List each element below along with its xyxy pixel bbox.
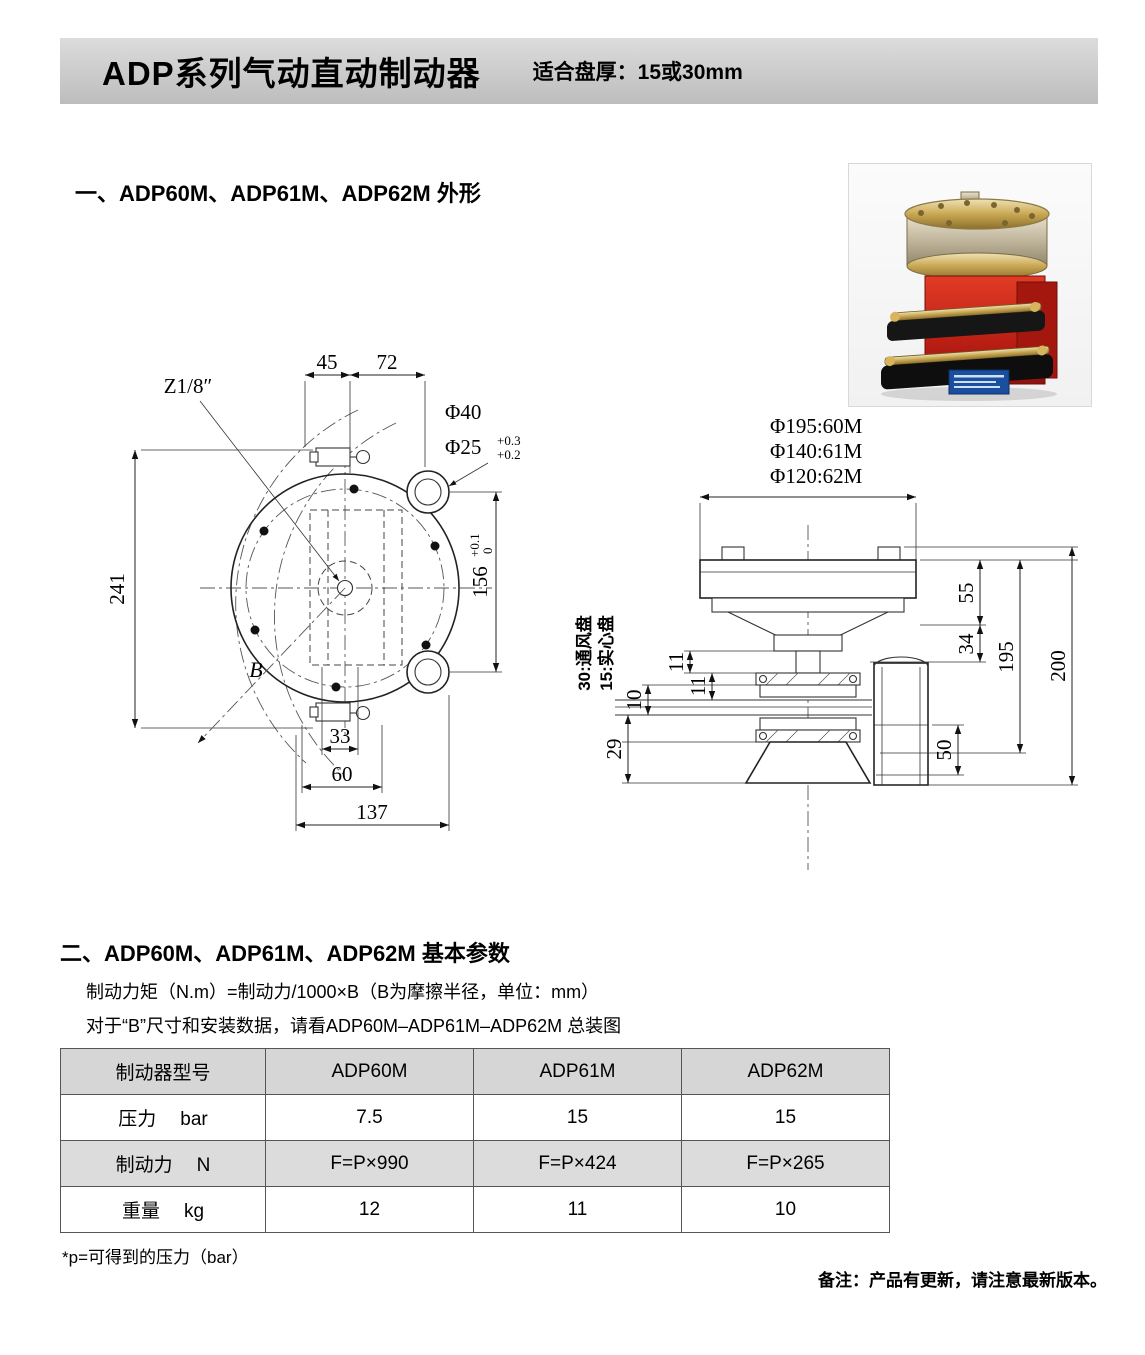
disc-thickness-note: 适合盘厚：15或30mm xyxy=(532,61,743,84)
weight-adp60m: 12 xyxy=(265,1186,474,1233)
row-label-pressure: 压力 bar xyxy=(60,1094,266,1141)
version-remark: 备注：产品有更新，请注意最新版本。 xyxy=(818,1271,1107,1290)
torque-formula: 制动力矩（N.m）=制动力/1000×B（B为摩擦半径，单位：mm） xyxy=(86,982,600,1002)
col-header-adp62m: ADP62M xyxy=(681,1048,890,1095)
dim-137: 137 xyxy=(356,800,388,824)
weight-label: 重量 xyxy=(121,1201,160,1222)
col-header-model: 制动器型号 xyxy=(60,1048,266,1095)
name-plate xyxy=(948,369,1010,395)
row-label-weight: 重量 kg xyxy=(60,1186,266,1233)
front-view-drawing: 45 72 Z1/8″ Φ40 Φ25 +0.3 +0.2 241 B xyxy=(105,355,521,831)
table-row-pressure: 压力 bar 7.5 15 15 xyxy=(60,1094,890,1141)
table-row-force: 制动力 N F=P×990 F=P×424 F=P×265 xyxy=(60,1140,890,1187)
dim-200: 200 xyxy=(1046,650,1070,682)
col-header-adp61m: ADP61M xyxy=(473,1048,682,1095)
dim-34: 34 xyxy=(954,633,978,655)
spec-table: 制动器型号 ADP60M ADP61M ADP62M 压力 bar 7.5 15 … xyxy=(60,1048,890,1233)
dim-50: 50 xyxy=(932,740,956,761)
dim-241: 241 xyxy=(105,573,129,605)
weight-unit: kg xyxy=(183,1201,205,1222)
dim-B: B xyxy=(249,657,262,682)
dim-60: 60 xyxy=(332,762,353,786)
dim-phi25: Φ25 xyxy=(445,435,481,459)
section1-heading: 一、ADP60M、ADP61M、ADP62M 外形 xyxy=(75,181,481,206)
weight-adp61m: 11 xyxy=(473,1186,682,1233)
table-header-row: 制动器型号 ADP60M ADP61M ADP62M xyxy=(60,1048,890,1095)
disc-type-labels: 30:通风盘 15:实心盘 xyxy=(574,615,616,691)
pressure-adp61m: 15 xyxy=(473,1094,682,1141)
product-photo xyxy=(848,163,1092,407)
label-vented-disc: 30:通风盘 xyxy=(574,615,594,691)
table-row-weight: 重量 kg 12 11 10 xyxy=(60,1186,890,1233)
dim-156-tol-upper: +0.1 xyxy=(467,533,482,557)
side-view-dimensions: 55 34 195 200 50 11 11 10 29 xyxy=(602,546,1078,786)
row-label-force: 制动力 N xyxy=(60,1140,266,1187)
page-title: ADP系列气动直动制动器 xyxy=(102,55,481,92)
air-ports xyxy=(406,470,450,694)
pressure-unit: bar xyxy=(180,1109,208,1130)
dim-195: 195 xyxy=(994,641,1018,673)
pneumatic-cylinder xyxy=(904,191,1050,280)
pressure-adp60m: 7.5 xyxy=(265,1094,474,1141)
dim-10: 10 xyxy=(622,690,646,711)
dim-72: 72 xyxy=(377,355,398,374)
force-unit: N xyxy=(196,1155,211,1176)
pressure-footnote: *p=可得到的压力（bar） xyxy=(62,1248,249,1267)
caliper-clamps xyxy=(309,447,371,722)
dim-phi25-tol-lower: +0.2 xyxy=(497,447,521,462)
dim-29: 29 xyxy=(602,739,626,760)
assembly-drawing-note: 对于“B”尺寸和安装数据，请看ADP60M–ADP61M–ADP62M 总装图 xyxy=(86,1016,622,1036)
hidden-body-outline xyxy=(309,509,403,666)
force-label: 制动力 xyxy=(115,1155,173,1176)
dim-156-tol-lower: 0 xyxy=(480,548,495,555)
dim-156-group: 156 +0.1 0 xyxy=(467,533,495,597)
weight-adp62m: 10 xyxy=(681,1186,890,1233)
label-phi120: Φ120:62M xyxy=(770,464,863,488)
dim-156: 156 xyxy=(468,566,492,598)
dim-55: 55 xyxy=(954,583,978,604)
side-view-body xyxy=(615,546,929,786)
header-bar: ADP系列气动直动制动器 适合盘厚：15或30mm xyxy=(60,38,1098,104)
force-adp62m: F=P×265 xyxy=(681,1140,890,1187)
section2-heading: 二、ADP60M、ADP61M、ADP62M 基本参数 xyxy=(60,941,510,966)
force-adp60m: F=P×990 xyxy=(265,1140,474,1187)
dim-11b: 11 xyxy=(686,676,710,696)
pressure-adp62m: 15 xyxy=(681,1094,890,1141)
dim-33: 33 xyxy=(330,724,351,748)
dim-11a: 11 xyxy=(664,652,688,672)
label-phi195: Φ195:60M xyxy=(770,414,863,438)
col-header-adp60m: ADP60M xyxy=(265,1048,474,1095)
dim-phi25-tol-upper: +0.3 xyxy=(497,433,521,448)
side-view-drawing: Φ195:60M Φ140:61M Φ120:62M xyxy=(574,414,1078,870)
thread-callout: Z1/8″ xyxy=(164,374,212,398)
force-adp61m: F=P×424 xyxy=(473,1140,682,1187)
disc-outline xyxy=(230,473,460,703)
front-view-dimensions: 45 72 Z1/8″ Φ40 Φ25 +0.3 +0.2 241 B xyxy=(105,355,521,831)
product-photo-illustration xyxy=(881,191,1058,401)
dim-phi40: Φ40 xyxy=(445,400,481,424)
label-solid-disc: 15:实心盘 xyxy=(596,615,616,691)
dim-45: 45 xyxy=(317,355,338,374)
label-phi140: Φ140:61M xyxy=(770,439,863,463)
flange-diameter-labels: Φ195:60M Φ140:61M Φ120:62M xyxy=(699,414,917,560)
pressure-label: 压力 xyxy=(118,1109,157,1130)
